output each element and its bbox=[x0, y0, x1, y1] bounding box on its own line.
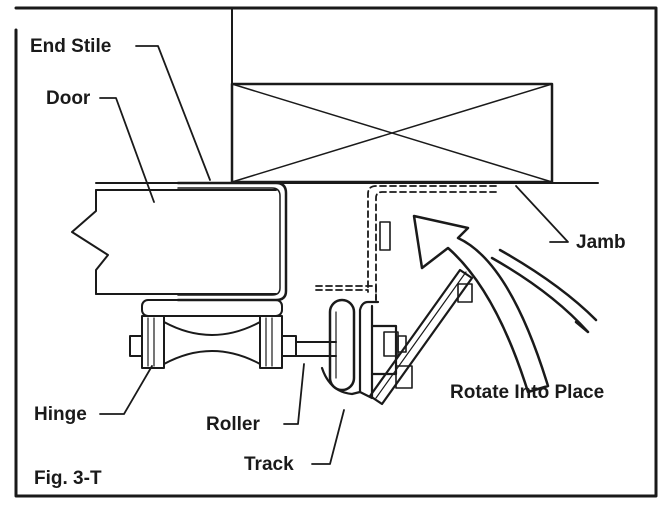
jamb-header-block bbox=[230, 82, 554, 184]
label-door: Door bbox=[46, 88, 91, 109]
rotate-arrow bbox=[412, 214, 598, 394]
figure-caption: Fig. 3-T bbox=[34, 468, 102, 489]
hinge bbox=[129, 299, 297, 369]
leader-lines bbox=[99, 45, 569, 465]
diagram-frame bbox=[14, 6, 658, 498]
rotating-bracket-plate bbox=[368, 268, 474, 406]
label-hinge: Hinge bbox=[34, 404, 87, 425]
labels: End Stile Door Jamb Hinge Roller Track R… bbox=[30, 36, 626, 489]
roller bbox=[328, 298, 356, 392]
track-dashed-outline bbox=[315, 185, 497, 301]
label-rotate-into-place: Rotate Into Place bbox=[450, 382, 604, 403]
label-roller: Roller bbox=[206, 414, 260, 435]
label-jamb: Jamb bbox=[576, 232, 626, 253]
label-end-stile: End Stile bbox=[30, 36, 111, 57]
label-track: Track bbox=[244, 454, 294, 475]
door-panel bbox=[71, 189, 277, 295]
end-stile bbox=[176, 181, 288, 302]
